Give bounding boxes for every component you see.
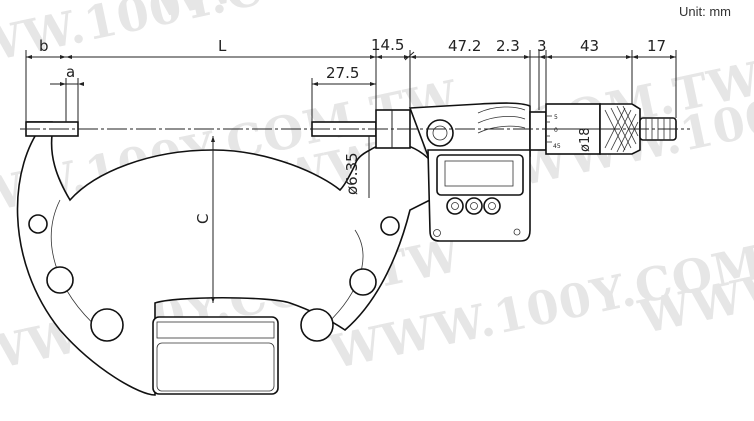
display-button[interactable] (446, 197, 464, 215)
dim-label-b: b (39, 37, 49, 55)
lcd-display (436, 154, 524, 196)
dim-label-17: 17 (647, 37, 666, 55)
frame-hole (300, 308, 334, 342)
frame-insulator (152, 316, 279, 395)
extension-lines (25, 50, 677, 122)
dim-label-43: 43 (580, 37, 599, 55)
dim-label-47-2: 47.2 (448, 37, 481, 55)
dim-label-a: a (66, 63, 75, 81)
dim-label-27-5: 27.5 (326, 64, 359, 82)
thimble-diameter-label: ø18 (578, 128, 593, 153)
unit-label: Unit: mm (679, 4, 731, 19)
micrometer-frame (16, 121, 431, 396)
dim-label-L: L (218, 37, 227, 55)
thimble-scale-mark: 45 (553, 143, 561, 150)
spindle-diameter-label: ø6.35 (343, 152, 361, 195)
frame-hole (349, 268, 377, 296)
micrometer-head (408, 102, 531, 242)
dim-label-2-3: 2.3 (496, 37, 520, 55)
display-button[interactable] (465, 197, 483, 215)
knurl-pattern (604, 105, 639, 153)
dimension-labels: b a L 27.5 14.5 47.2 2.3 3 43 17 C ø6.35 (39, 36, 666, 224)
frame-hole (380, 216, 400, 236)
frame-hole (90, 308, 124, 342)
frame-hole (28, 214, 48, 234)
frame-hole (46, 266, 74, 294)
display-button[interactable] (483, 197, 501, 215)
sleeve (529, 111, 547, 151)
thimble-scale-mark: 0 (554, 127, 558, 134)
dim-label-C: C (194, 214, 212, 224)
dim-label-3: 3 (537, 37, 547, 55)
clamp-lever[interactable] (426, 119, 454, 147)
thimble-scale-mark: 5 (554, 114, 558, 121)
dimension-lines (26, 55, 676, 303)
dim-label-14-5: 14.5 (371, 36, 404, 54)
